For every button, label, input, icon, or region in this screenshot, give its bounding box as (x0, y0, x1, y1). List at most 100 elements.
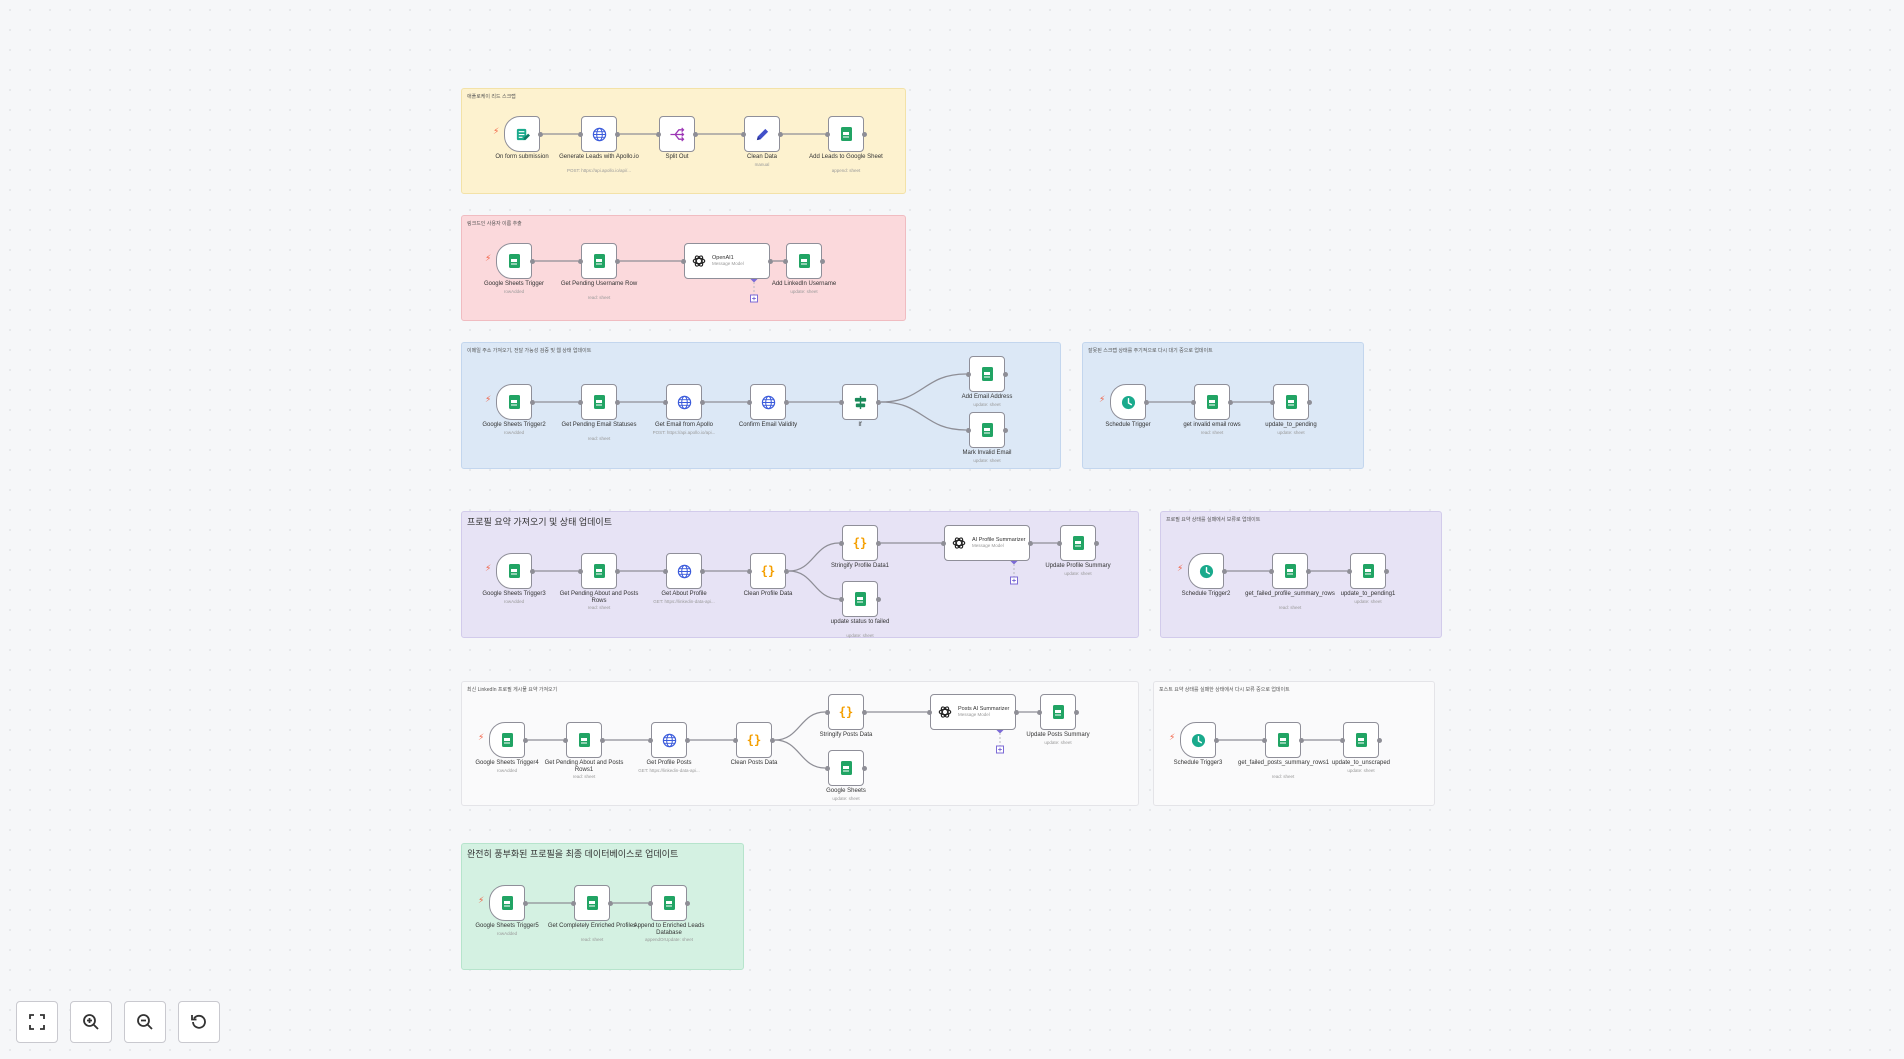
output-port[interactable] (615, 568, 620, 574)
workflow-node[interactable]: {} (750, 553, 786, 589)
output-port[interactable] (1306, 568, 1311, 574)
output-port[interactable] (685, 900, 690, 906)
workflow-node[interactable] (1180, 722, 1216, 758)
input-port[interactable] (839, 540, 844, 546)
input-port[interactable] (681, 258, 686, 264)
connection-edge[interactable] (788, 570, 840, 600)
workflow-node[interactable] (496, 384, 532, 420)
sticky-note-group[interactable]: 링크드인 사용자 이름 추출 (461, 215, 906, 321)
workflow-node[interactable] (566, 722, 602, 758)
input-port[interactable] (825, 131, 830, 137)
input-port[interactable] (563, 737, 568, 743)
input-port[interactable] (733, 737, 738, 743)
output-port[interactable] (600, 737, 605, 743)
workflow-node[interactable]: {} (828, 694, 864, 730)
workflow-node[interactable] (581, 116, 617, 152)
input-port[interactable] (825, 709, 830, 715)
workflow-node[interactable] (489, 885, 525, 921)
output-port[interactable] (523, 737, 528, 743)
output-port[interactable] (1028, 540, 1033, 546)
output-port[interactable] (530, 258, 535, 264)
input-port[interactable] (578, 131, 583, 137)
workflow-node[interactable] (504, 116, 540, 152)
workflow-node[interactable] (496, 553, 532, 589)
sticky-note-group[interactable]: 프로필 요약 가져오기 및 상태 업데이트 (461, 511, 1139, 638)
output-port[interactable] (615, 258, 620, 264)
workflow-node[interactable] (581, 553, 617, 589)
workflow-node[interactable] (1194, 384, 1230, 420)
input-port[interactable] (839, 399, 844, 405)
workflow-node[interactable] (786, 243, 822, 279)
input-port[interactable] (578, 258, 583, 264)
workflow-node[interactable] (581, 243, 617, 279)
workflow-node[interactable]: {} (736, 722, 772, 758)
input-port[interactable] (1262, 737, 1267, 743)
output-port[interactable] (784, 568, 789, 574)
connection-edge[interactable] (880, 401, 967, 431)
workflow-node[interactable] (489, 722, 525, 758)
output-port[interactable] (538, 131, 543, 137)
connection-edge[interactable] (774, 711, 826, 741)
output-port[interactable] (862, 131, 867, 137)
input-port[interactable] (839, 596, 844, 602)
output-port[interactable] (1003, 427, 1008, 433)
output-port[interactable] (768, 258, 773, 264)
output-port[interactable] (530, 568, 535, 574)
workflow-node[interactable] (574, 885, 610, 921)
input-port[interactable] (741, 131, 746, 137)
output-port[interactable] (1144, 399, 1149, 405)
workflow-node[interactable] (651, 722, 687, 758)
output-port[interactable] (876, 596, 881, 602)
reset-zoom-button[interactable] (178, 1001, 220, 1043)
connection-edge[interactable] (788, 542, 840, 572)
output-port[interactable] (530, 399, 535, 405)
workflow-node[interactable] (1350, 553, 1386, 589)
workflow-node[interactable] (969, 412, 1005, 448)
input-port[interactable] (966, 427, 971, 433)
workflow-node[interactable] (1272, 553, 1308, 589)
workflow-node[interactable] (659, 116, 695, 152)
input-port[interactable] (1347, 568, 1352, 574)
input-port[interactable] (663, 568, 668, 574)
workflow-node[interactable] (581, 384, 617, 420)
workflow-node[interactable] (842, 384, 878, 420)
input-port[interactable] (1191, 399, 1196, 405)
output-port[interactable] (876, 540, 881, 546)
input-port[interactable] (783, 258, 788, 264)
workflow-node[interactable] (1265, 722, 1301, 758)
output-port[interactable] (770, 737, 775, 743)
connection-edge[interactable] (880, 373, 967, 403)
output-port[interactable] (1074, 709, 1079, 715)
output-port[interactable] (1228, 399, 1233, 405)
output-port[interactable] (608, 900, 613, 906)
input-port[interactable] (747, 399, 752, 405)
output-port[interactable] (784, 399, 789, 405)
input-port[interactable] (1340, 737, 1345, 743)
input-port[interactable] (1037, 709, 1042, 715)
input-port[interactable] (747, 568, 752, 574)
output-port[interactable] (685, 737, 690, 743)
input-port[interactable] (1270, 399, 1275, 405)
output-port[interactable] (1307, 399, 1312, 405)
workflow-node[interactable] (1110, 384, 1146, 420)
fit-view-button[interactable] (16, 1001, 58, 1043)
input-port[interactable] (1057, 540, 1062, 546)
input-port[interactable] (927, 709, 932, 715)
workflow-node[interactable] (842, 581, 878, 617)
input-port[interactable] (966, 371, 971, 377)
output-port[interactable] (1094, 540, 1099, 546)
workflow-node[interactable] (666, 384, 702, 420)
workflow-node[interactable] (1040, 694, 1076, 730)
input-port[interactable] (941, 540, 946, 546)
output-port[interactable] (615, 399, 620, 405)
output-port[interactable] (1222, 568, 1227, 574)
output-port[interactable] (778, 131, 783, 137)
workflow-node[interactable] (496, 243, 532, 279)
input-port[interactable] (648, 737, 653, 743)
zoom-in-button[interactable] (70, 1001, 112, 1043)
output-port[interactable] (615, 131, 620, 137)
input-port[interactable] (1269, 568, 1274, 574)
